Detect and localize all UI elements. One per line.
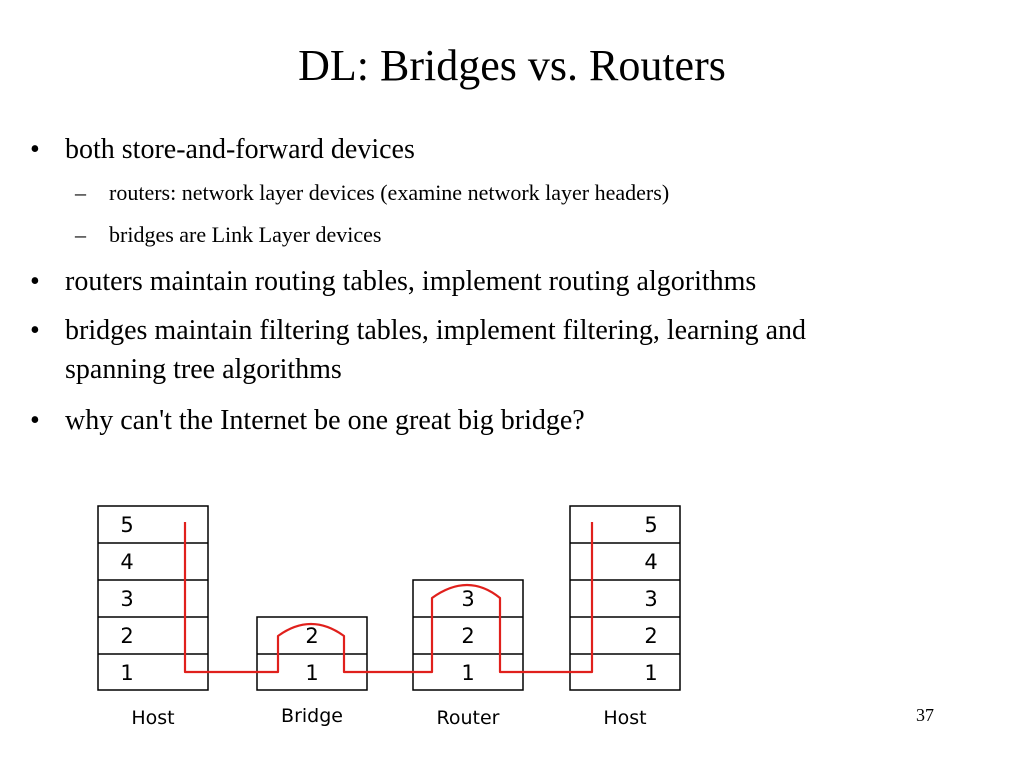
bullet-text: why can't the Internet be one great big … (65, 405, 585, 436)
stack-bridge: 2 1 Bridge (256, 616, 368, 727)
layer-label: 4 (120, 550, 133, 574)
bullet-dot: • (30, 315, 40, 346)
layer-label: 1 (461, 661, 474, 685)
bullet-text: bridges maintain filtering tables, imple… (65, 315, 807, 346)
layer-label: 1 (120, 661, 133, 685)
stack-caption: Router (437, 707, 500, 729)
slide-title: DL: Bridges vs. Routers (298, 41, 726, 90)
stack-router: 3 2 1 Router (412, 579, 524, 729)
layer-label: 2 (120, 624, 133, 648)
layer-label: 3 (644, 587, 657, 611)
bullet-dot: • (30, 134, 40, 165)
stack-host-right: 5 4 3 2 1 Host (569, 505, 681, 729)
stack-caption: Bridge (281, 705, 343, 727)
sub-bullet-dash: – (75, 180, 86, 205)
layer-label: 2 (461, 624, 474, 648)
page-number: 37 (916, 705, 934, 725)
stack-outline (569, 505, 681, 691)
layer-label: 2 (644, 624, 657, 648)
packet-path (183, 522, 594, 674)
sub-bullet-text: routers: network layer devices (examine … (109, 180, 670, 205)
layer-label: 4 (644, 550, 657, 574)
bullet-dot: • (30, 266, 40, 297)
sub-bullet-text: bridges are Link Layer devices (109, 222, 382, 247)
layer-label: 3 (120, 587, 133, 611)
stack-host-left: 5 4 3 2 1 Host (97, 505, 209, 729)
layer-label: 2 (305, 624, 318, 648)
bullet-dot: • (30, 405, 40, 436)
layer-label: 5 (644, 513, 657, 537)
sub-bullet-dash: – (75, 222, 86, 247)
stack-outline (412, 579, 524, 691)
stack-outline (97, 505, 209, 691)
bullet-text: spanning tree algorithms (65, 354, 342, 385)
layer-label: 1 (644, 661, 657, 685)
layer-label: 5 (120, 513, 133, 537)
stack-caption: Host (131, 707, 174, 729)
bullet-text: routers maintain routing tables, impleme… (65, 266, 757, 297)
bullet-text: both store-and-forward devices (65, 134, 415, 165)
layer-label: 3 (461, 587, 474, 611)
layer-label: 1 (305, 661, 318, 685)
bullet-list: • both store-and-forward devices – route… (30, 134, 807, 436)
stack-caption: Host (603, 707, 646, 729)
